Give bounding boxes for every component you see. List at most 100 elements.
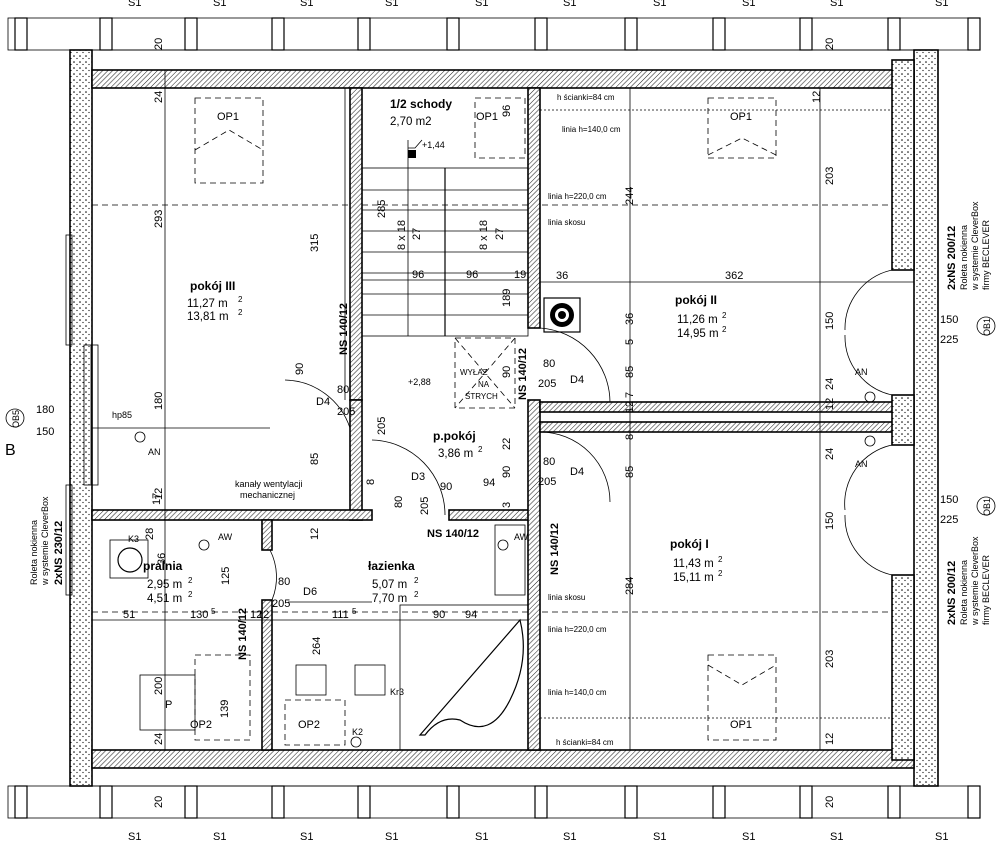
svg-text:180: 180 bbox=[153, 392, 165, 410]
svg-text:111: 111 bbox=[332, 609, 349, 621]
svg-text:205: 205 bbox=[538, 476, 556, 488]
room-area1-lazienka: 5,07 m bbox=[372, 579, 407, 591]
svg-text:150: 150 bbox=[36, 426, 54, 438]
svg-text:12: 12 bbox=[309, 528, 321, 540]
staircase bbox=[361, 139, 529, 337]
room-name-pokoj1: pokój I bbox=[670, 537, 709, 551]
svg-text:96: 96 bbox=[466, 269, 478, 281]
roleta-line4: firmy BECLEVER bbox=[981, 219, 991, 290]
svg-text:205: 205 bbox=[337, 406, 355, 418]
svg-text:80: 80 bbox=[393, 496, 405, 508]
svg-text:S1: S1 bbox=[128, 0, 141, 9]
svg-text:85: 85 bbox=[624, 466, 636, 478]
roleta-left-line3: w systemie CleverBox bbox=[40, 496, 50, 586]
chimney bbox=[543, 297, 581, 333]
svg-text:203: 203 bbox=[824, 167, 836, 185]
svg-text:94: 94 bbox=[465, 609, 477, 621]
label-k3: K3 bbox=[128, 534, 139, 544]
svg-text:S1: S1 bbox=[475, 0, 488, 9]
room-area2-pokoj2: 14,95 m bbox=[677, 328, 719, 340]
room-area1-pokoj2: 11,26 m bbox=[677, 314, 718, 326]
label-kr3: Kr3 bbox=[390, 687, 404, 697]
label-p: P bbox=[165, 699, 172, 711]
svg-text:96: 96 bbox=[501, 105, 513, 117]
room-name-ppokoj: p.pokój bbox=[433, 429, 476, 443]
svg-text:200: 200 bbox=[153, 677, 165, 695]
svg-text:24: 24 bbox=[153, 91, 165, 103]
svg-text:85: 85 bbox=[309, 453, 321, 465]
svg-text:130: 130 bbox=[190, 609, 208, 621]
svg-text:5: 5 bbox=[624, 339, 636, 345]
roleta-line2: Roleta nokienna bbox=[959, 225, 969, 290]
svg-text:12: 12 bbox=[811, 91, 823, 103]
label-ob1: OB1 bbox=[982, 318, 992, 336]
label-op1: OP1 bbox=[730, 111, 752, 123]
vent-icon bbox=[134, 431, 146, 443]
label-d4: D4 bbox=[570, 374, 584, 386]
label-aw: AW bbox=[218, 532, 233, 542]
label-ns140: NS 140/12 bbox=[427, 528, 479, 540]
svg-text:51: 51 bbox=[123, 609, 135, 621]
svg-text:264: 264 bbox=[311, 637, 323, 655]
vent-icon bbox=[864, 391, 876, 403]
roleta-line3: w systemie CleverBox bbox=[970, 201, 980, 291]
svg-text:8: 8 bbox=[624, 434, 636, 440]
attic-hatch bbox=[454, 337, 516, 409]
sup: 2 bbox=[414, 576, 419, 585]
svg-text:94: 94 bbox=[483, 477, 495, 489]
svg-text:S1: S1 bbox=[300, 831, 313, 843]
label-ns140: NS 140/12 bbox=[549, 523, 561, 575]
room-area-ppokoj: 3,86 m bbox=[438, 448, 473, 460]
svg-text:205: 205 bbox=[272, 598, 290, 610]
svg-text:80: 80 bbox=[278, 576, 290, 588]
svg-text:7: 7 bbox=[624, 392, 636, 398]
label-ob5: OB5 bbox=[11, 410, 21, 428]
ceiling-lines bbox=[92, 109, 914, 719]
label-linia-skosu: linia skosu bbox=[548, 593, 585, 602]
svg-text:17: 17 bbox=[151, 493, 163, 505]
svg-text:80: 80 bbox=[337, 384, 349, 396]
svg-text:96: 96 bbox=[412, 269, 424, 281]
label-plus144: +1,44 bbox=[422, 140, 445, 150]
svg-text:85: 85 bbox=[624, 366, 636, 378]
sup: 2 bbox=[718, 569, 723, 578]
svg-text:293: 293 bbox=[153, 210, 165, 228]
sup: 2 bbox=[238, 308, 243, 317]
svg-text:S1: S1 bbox=[653, 831, 666, 843]
room-area2-pralnia: 4,51 m bbox=[147, 593, 182, 605]
sup: 2 bbox=[188, 576, 193, 585]
svg-text:150: 150 bbox=[824, 512, 836, 530]
room-area1-pralnia: 2,95 m bbox=[147, 579, 182, 591]
svg-text:S1: S1 bbox=[563, 0, 576, 9]
svg-text:150: 150 bbox=[824, 312, 836, 330]
room-name-pokoj2: pokój II bbox=[675, 293, 717, 307]
label-wylaz3: STRYCH bbox=[465, 392, 498, 401]
svg-text:8 x 18: 8 x 18 bbox=[478, 220, 490, 250]
label-d4: D4 bbox=[316, 396, 330, 408]
room-name-pokoj3: pokój III bbox=[190, 279, 235, 293]
label-b: B bbox=[5, 442, 16, 459]
label-ns140: NS 140/12 bbox=[517, 348, 529, 400]
label-d4: D4 bbox=[570, 466, 584, 478]
sup: 2 bbox=[414, 590, 419, 599]
svg-text:189: 189 bbox=[501, 289, 513, 307]
svg-text:12: 12 bbox=[824, 398, 836, 410]
svg-text:24: 24 bbox=[824, 448, 836, 460]
svg-text:139: 139 bbox=[219, 700, 231, 718]
svg-text:80: 80 bbox=[543, 358, 555, 370]
label-kanaly1: kanały wentylacji bbox=[235, 479, 303, 489]
svg-text:284: 284 bbox=[624, 577, 636, 595]
svg-text:S1: S1 bbox=[653, 0, 666, 9]
svg-text:205: 205 bbox=[376, 417, 388, 435]
svg-text:S1: S1 bbox=[385, 0, 398, 9]
svg-text:12: 12 bbox=[624, 401, 636, 413]
vent-icon bbox=[497, 539, 509, 551]
svg-text:362: 362 bbox=[725, 270, 743, 282]
svg-text:90: 90 bbox=[501, 466, 513, 478]
label-ob1: OB1 bbox=[982, 498, 992, 516]
label-op1: OP1 bbox=[217, 111, 239, 123]
dimension-values: 20 24 293 180 12 200 24 20 17 315 85 12 … bbox=[36, 38, 958, 808]
svg-text:S1: S1 bbox=[300, 0, 313, 9]
